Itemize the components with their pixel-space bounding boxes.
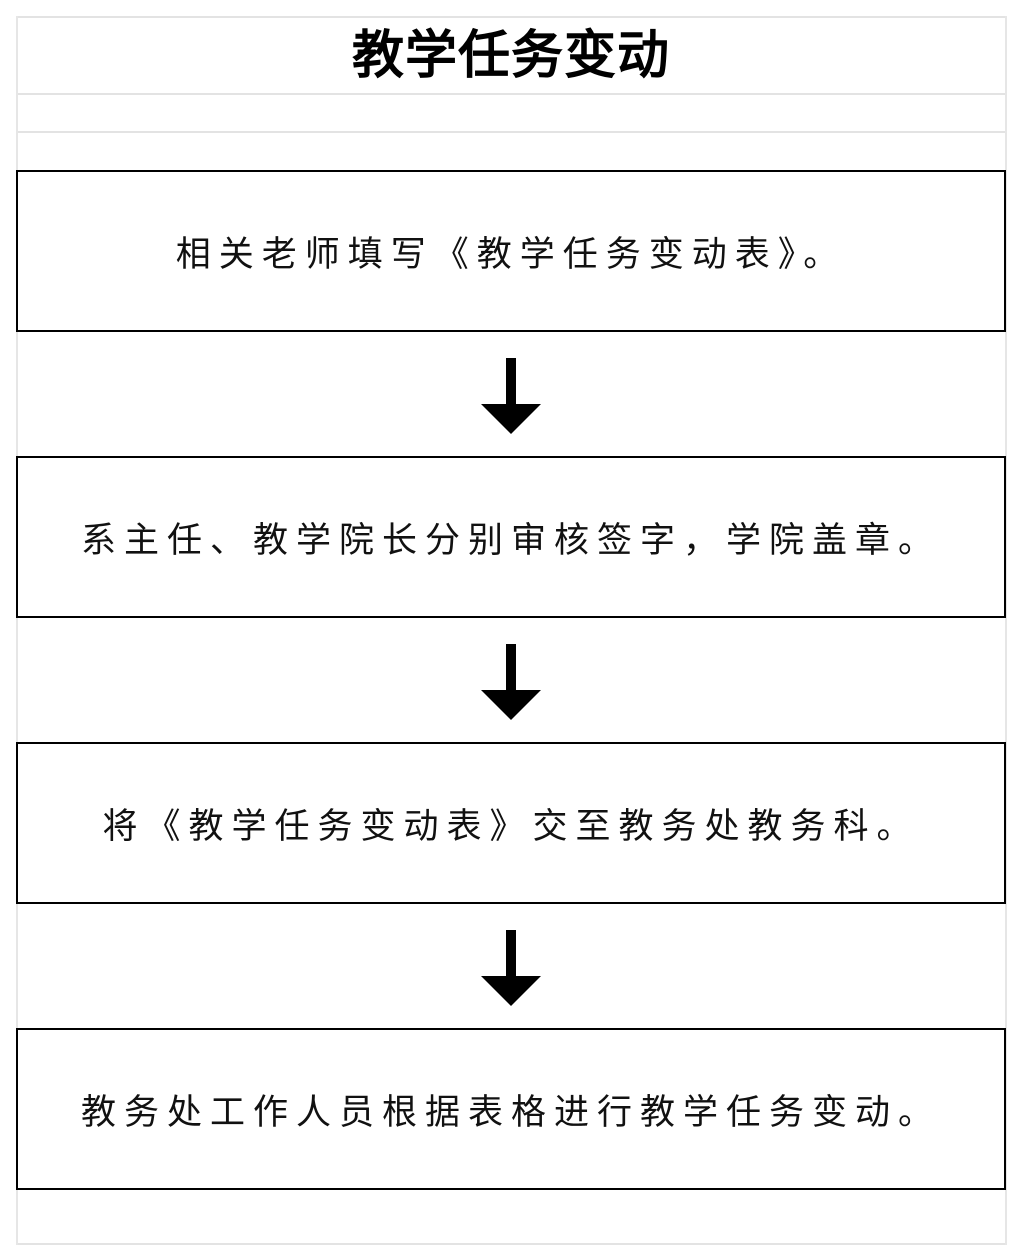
- flow-step-1: 相关老师填写《教学任务变动表》。: [16, 170, 1006, 332]
- arrow-down-icon: [481, 930, 541, 1006]
- arrow-down-icon: [481, 358, 541, 434]
- gridline: [16, 1243, 1006, 1245]
- page-title: 教学任务变动: [351, 25, 670, 86]
- gridline: [1005, 16, 1007, 1245]
- gridline: [16, 131, 1006, 133]
- flow-step-2: 系主任、教学院长分别审核签字，学院盖章。: [16, 456, 1006, 618]
- arrow-down-icon: [481, 644, 541, 720]
- gridline: [16, 16, 18, 1245]
- step-text: 将《教学任务变动表》交至教务处教务科。: [102, 806, 920, 847]
- gridline: [16, 93, 1006, 95]
- step-text: 系主任、教学院长分别审核签字，学院盖章。: [80, 520, 941, 561]
- flow-step-4: 教务处工作人员根据表格进行教学任务变动。: [16, 1028, 1006, 1190]
- flow-step-3: 将《教学任务变动表》交至教务处教务科。: [16, 742, 1006, 904]
- gridline: [16, 16, 1006, 18]
- step-text: 相关老师填写《教学任务变动表》。: [175, 234, 847, 275]
- step-text: 教务处工作人员根据表格进行教学任务变动。: [80, 1092, 941, 1133]
